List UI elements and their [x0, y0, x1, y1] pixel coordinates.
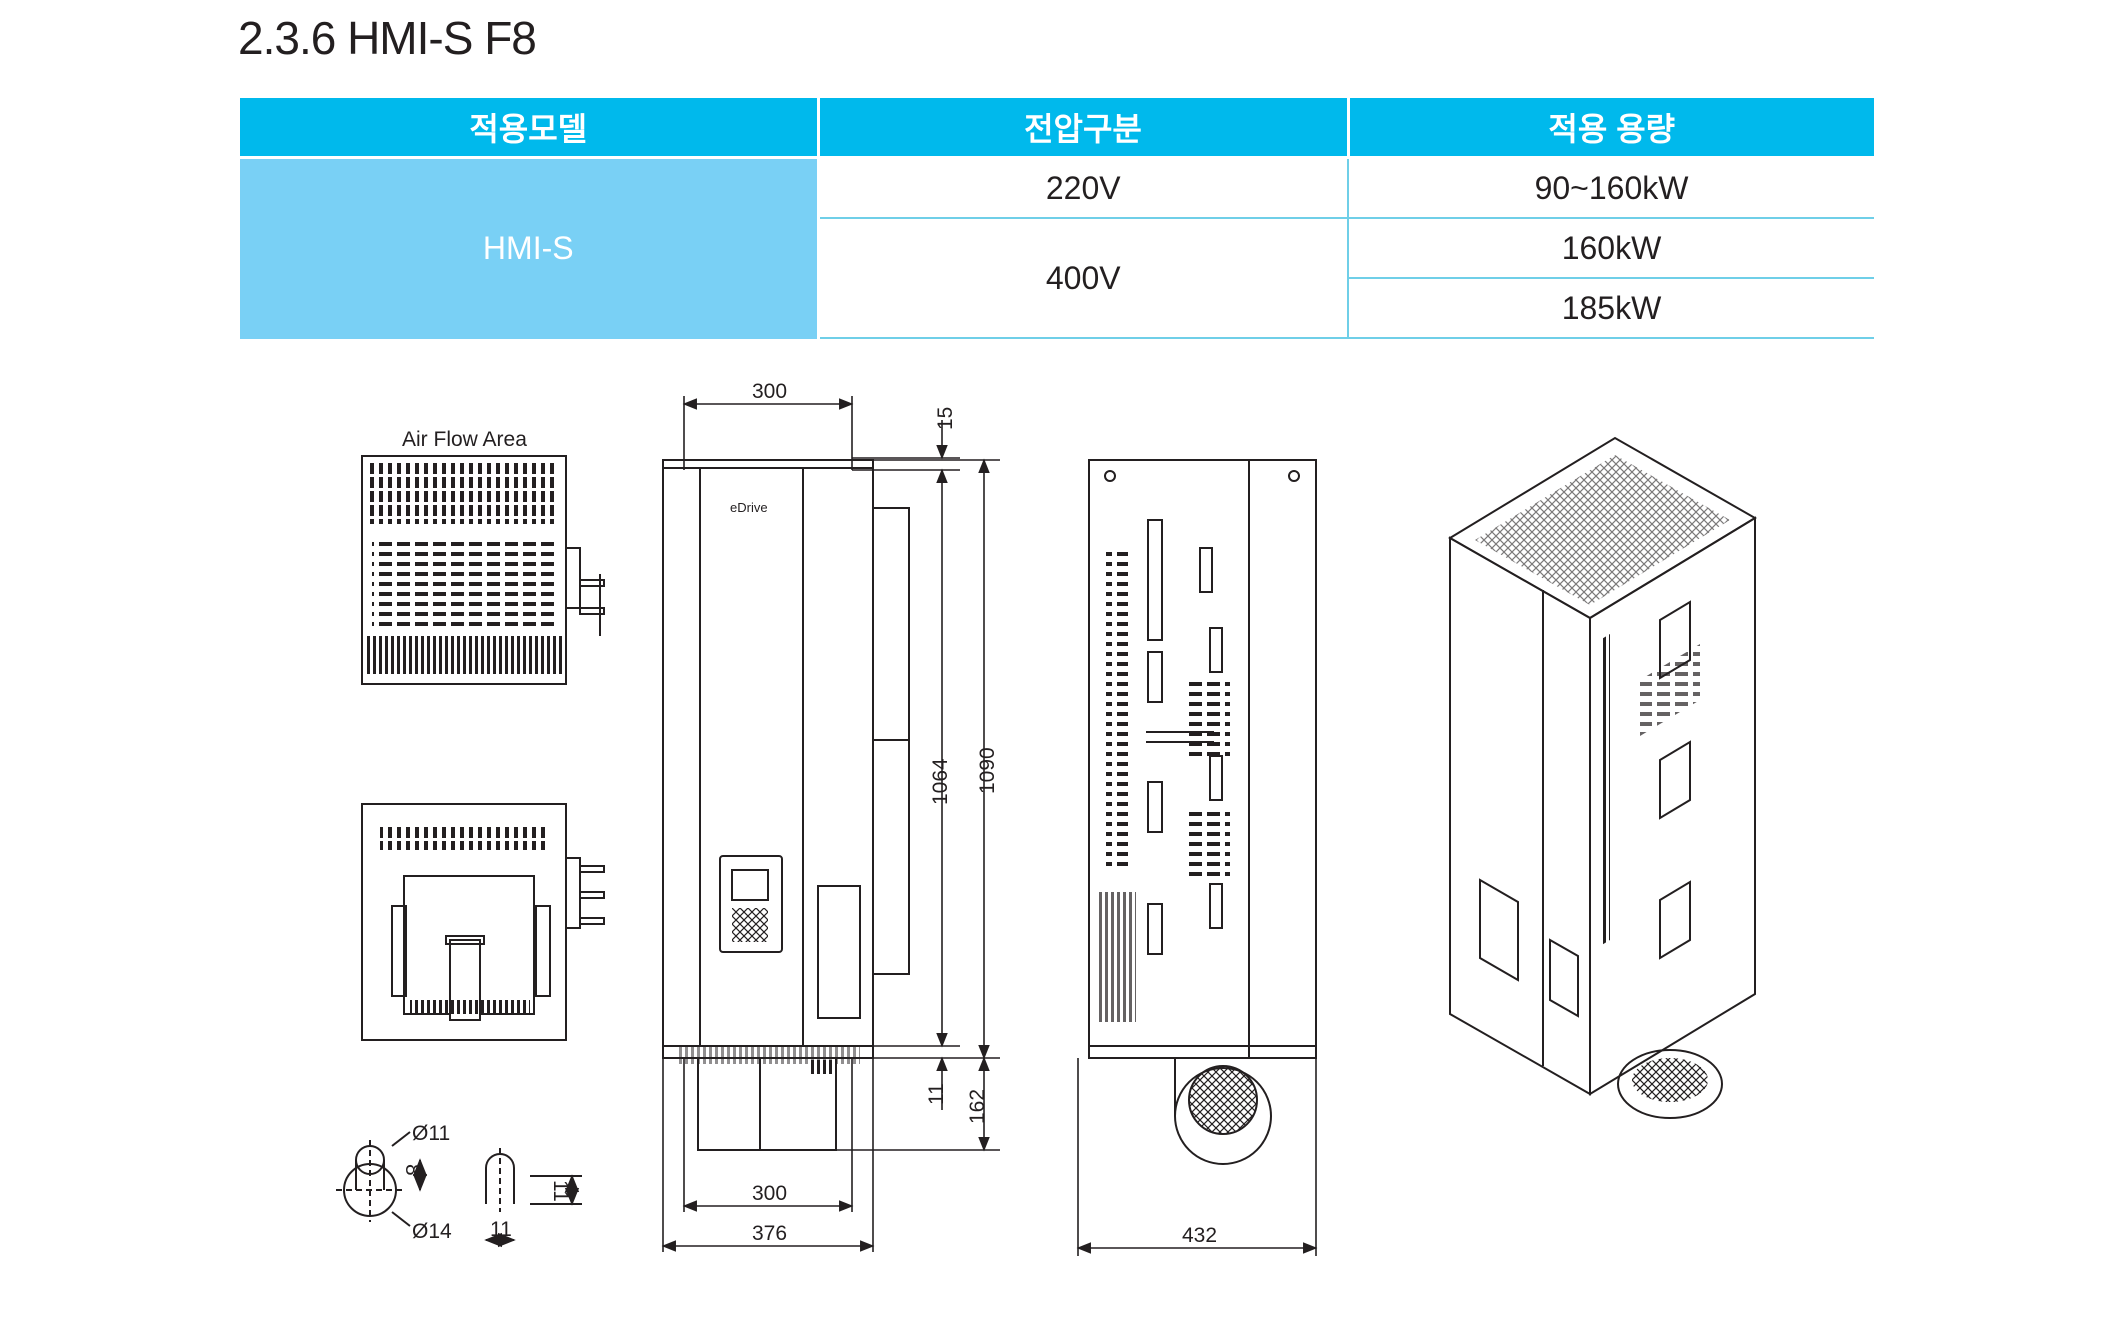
air-flow-label: Air Flow Area	[402, 428, 527, 451]
table-row: HMI-S 220V 90~160kW	[240, 156, 1874, 339]
mounting-hole-detail: Ø11 Ø14 8 11 11	[336, 1122, 582, 1248]
dim-base-width: 300	[752, 1182, 787, 1205]
section-title: 2.3.6 HMI-S F8	[238, 12, 537, 64]
dimension-lines: 300 15 1064 1090 11 162 300 376	[661, 380, 1318, 1256]
dim-total-width: 376	[752, 1222, 787, 1245]
header-model: 적용모델	[240, 98, 818, 158]
voltage-cell: 220V	[817, 156, 1348, 219]
model-cell: HMI-S	[240, 156, 820, 339]
dim-total-height: 1090	[976, 747, 999, 794]
hole-gap-label: 8	[401, 1164, 424, 1176]
dim-depth: 432	[1182, 1224, 1217, 1247]
top-view: Air Flow Area	[361, 428, 605, 685]
table-row: 400V 160kW	[240, 218, 1874, 339]
front-view: eDrive	[662, 459, 910, 1151]
hole-inner-dia-label: Ø14	[412, 1220, 452, 1243]
capacity-cell: 90~160kW	[1347, 156, 1874, 219]
dim-inner-height: 1064	[929, 758, 952, 805]
spec-table: 적용모델 전압구분 적용 용량 HMI-S 220V 90~160kW 400V…	[240, 98, 1874, 339]
table-row: 185kW	[240, 278, 1874, 339]
slot-height-label: 11	[549, 1180, 572, 1202]
side-view	[1088, 459, 1317, 1165]
dim-bottom-offset: 11	[925, 1083, 948, 1105]
dim-top-offset: 15	[934, 407, 957, 430]
voltage-cell: 400V	[817, 218, 1348, 339]
slot-width-label: 11	[490, 1218, 512, 1241]
capacity-cell: 160kW	[1347, 218, 1874, 279]
bottom-view	[361, 803, 605, 1041]
dim-front-width: 300	[752, 380, 787, 403]
isometric-view	[1448, 436, 1757, 1119]
hole-outer-dia-label: Ø11	[412, 1122, 450, 1145]
table-header-row: 적용모델 전압구분 적용 용량	[240, 98, 1874, 158]
header-voltage: 전압구분	[816, 98, 1348, 158]
capacity-cell: 185kW	[1347, 278, 1874, 339]
header-capacity: 적용 용량	[1346, 98, 1874, 158]
dim-fan-height: 162	[966, 1089, 989, 1124]
brand-logo: eDrive	[730, 500, 768, 515]
